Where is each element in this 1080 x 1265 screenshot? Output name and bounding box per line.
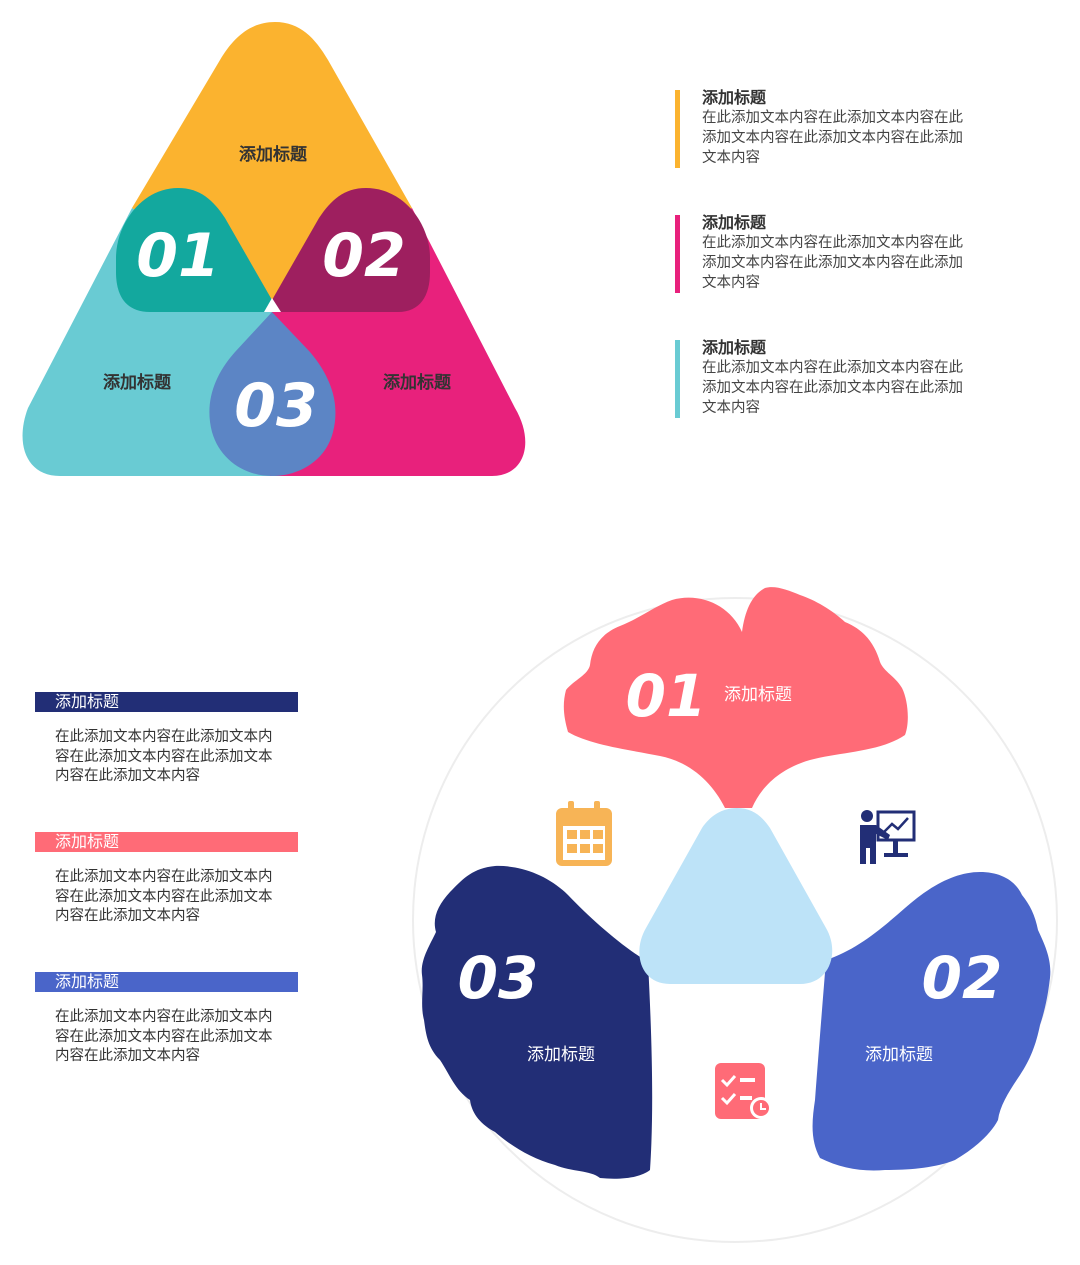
- number-01: 01: [136, 221, 220, 291]
- navy-leaf: [421, 865, 653, 1179]
- ginkgo-diagram: 01 添加标题 02 添加标题 03 添加标题: [412, 587, 1058, 1243]
- leaf-number-03: 03: [458, 944, 539, 1012]
- title-band: [35, 972, 298, 992]
- title-band: [35, 692, 298, 712]
- item-text: 在此添加文本内容在此添加文本内容在此添加文本内容在此添加文本内容在此添加文本内容: [702, 235, 963, 291]
- leaf-title-02: 添加标题: [865, 1045, 933, 1065]
- center-notch: [264, 298, 281, 312]
- outer-ring: [412, 597, 1058, 1243]
- leaf-number-02: 02: [922, 944, 1003, 1012]
- item-title: 添加标题: [702, 213, 767, 232]
- title-band: [35, 832, 298, 852]
- item-text: 在此添加文本内容在此添加文本内容在此添加文本内容在此添加文本内容在此添加文本内容: [702, 110, 963, 166]
- accent-bar: [675, 340, 680, 418]
- calendar-icon: [556, 801, 612, 866]
- accent-bar: [675, 90, 680, 168]
- accent-bar: [675, 215, 680, 293]
- number-03: 03: [234, 371, 318, 441]
- leaf-title-01: 添加标题: [724, 685, 792, 705]
- item-text: 在此添加文本内容在此添加文本内容在此添加文本内容在此添加文本内容在此添加文本内容: [55, 869, 273, 924]
- item-title: 添加标题: [702, 338, 767, 357]
- leaf-title-03: 添加标题: [527, 1045, 595, 1065]
- teal-drop: [116, 188, 272, 312]
- item-title: 添加标题: [55, 692, 120, 711]
- shape-title-top: 添加标题: [239, 144, 308, 165]
- shape-title-left: 添加标题: [103, 372, 172, 393]
- item-text: 在此添加文本内容在此添加文本内容在此添加文本内容在此添加文本内容在此添加文本内容: [55, 1009, 273, 1064]
- coral-leaf: [563, 587, 908, 808]
- item-title: 添加标题: [55, 972, 120, 991]
- checklist-clock-icon: [715, 1063, 772, 1119]
- center-triangle: [639, 808, 833, 984]
- presentation-icon: [860, 810, 916, 864]
- royal-leaf: [812, 872, 1051, 1171]
- leaf-number-01: 01: [626, 662, 707, 730]
- triangle-diagram: 添加标题 添加标题 添加标题 01 02 03: [22, 22, 526, 476]
- item-text: 在此添加文本内容在此添加文本内容在此添加文本内容在此添加文本内容在此添加文本内容: [702, 360, 963, 416]
- item-text: 在此添加文本内容在此添加文本内容在此添加文本内容在此添加文本内容在此添加文本内容: [55, 729, 273, 784]
- item-title: 添加标题: [55, 832, 120, 851]
- item-title: 添加标题: [702, 88, 767, 107]
- number-02: 02: [322, 221, 406, 291]
- plum-drop: [272, 188, 430, 312]
- shape-title-right: 添加标题: [383, 372, 452, 393]
- blue-drop: [209, 312, 336, 476]
